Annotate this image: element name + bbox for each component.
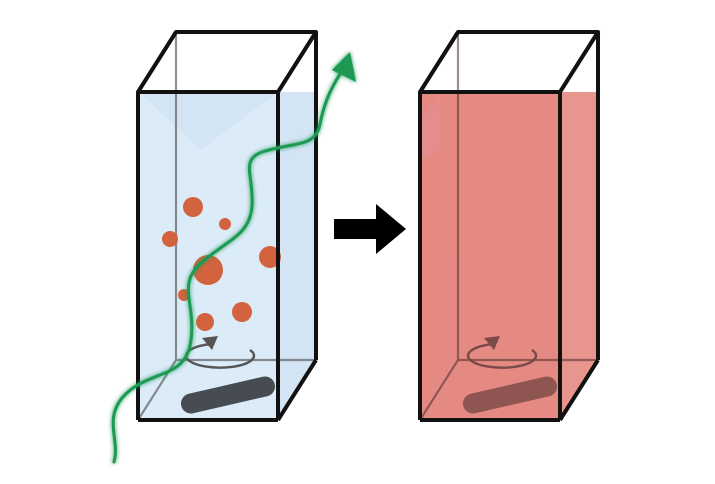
light-arrowhead	[332, 52, 356, 82]
particle	[183, 197, 203, 217]
transition-arrow	[334, 204, 406, 254]
stir-arrow-after	[466, 336, 538, 369]
liquid-after	[420, 92, 598, 420]
stir-bar-before	[180, 376, 276, 414]
stir-bar-after	[462, 376, 558, 414]
cuvette-before	[111, 30, 356, 464]
particle	[232, 302, 252, 322]
liquid-before-side	[278, 92, 316, 420]
particles	[162, 197, 281, 331]
cuvette-before-front-edges	[136, 30, 318, 422]
particle	[219, 218, 231, 230]
liquid-before-top	[140, 92, 278, 150]
cuvette-after-back-edges	[419, 32, 598, 421]
liquid-after-side	[560, 92, 598, 420]
particle	[193, 255, 223, 285]
particle	[196, 313, 214, 331]
liquid-after-top-shade	[420, 96, 440, 160]
particle	[162, 231, 178, 247]
cuvette-after-front-edges	[418, 30, 600, 422]
particle	[178, 289, 190, 301]
light-wave	[111, 72, 342, 464]
cuvette-after	[418, 30, 600, 422]
liquid-after-front	[420, 92, 560, 420]
particle	[259, 246, 281, 268]
stir-arrow-before	[184, 336, 256, 369]
liquid-before	[138, 92, 316, 420]
light-path	[111, 52, 356, 464]
